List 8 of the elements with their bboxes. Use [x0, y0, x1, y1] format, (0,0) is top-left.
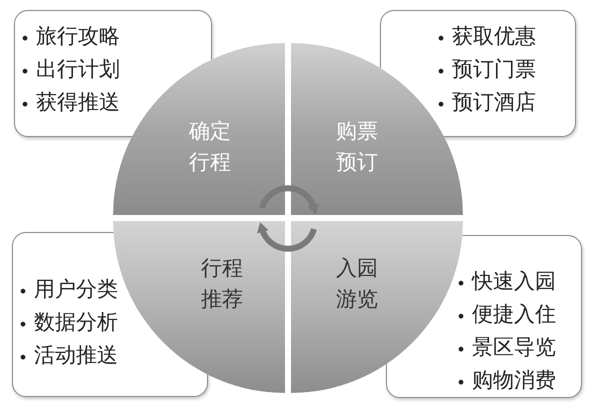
curved-arrow — [257, 222, 317, 252]
bullet-list-box — [380, 10, 576, 137]
stage-label: 购票预订 — [335, 118, 379, 176]
stage-label: 入园游览 — [335, 255, 379, 313]
stage-label: 行程推荐 — [200, 255, 244, 313]
curved-arrow — [259, 185, 319, 215]
circle-quadrant — [291, 221, 463, 393]
stage-label: 确定行程 — [188, 118, 232, 176]
